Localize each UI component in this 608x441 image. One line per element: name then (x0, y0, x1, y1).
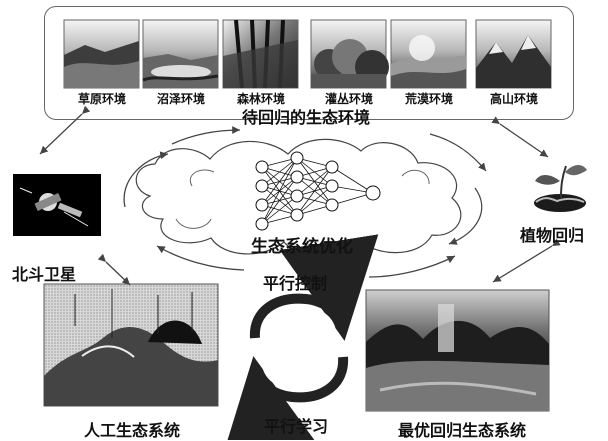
desert-image (390, 19, 467, 89)
desert-label: 荒漠环境 (404, 92, 453, 106)
neural-network-icon (255, 151, 381, 231)
parallel-cycle-icon (220, 234, 379, 440)
artificial-ecosystem-label: 人工生态系统 (84, 421, 181, 440)
beidou-satellite-label: 北斗卫星 (12, 265, 77, 284)
parallel-learning-label: 平行学习 (264, 417, 329, 436)
wetland-image (142, 19, 219, 89)
forest-label: 森林环境 (236, 92, 285, 106)
ecosystem-optimization-label: 生态系统优化 (251, 237, 353, 257)
plant-return-label: 植物回归 (520, 226, 585, 245)
plant-image (534, 165, 587, 212)
forest-image (222, 19, 299, 89)
ecosystem-title: 待回归的生态环境 (242, 108, 371, 127)
alpine-label: 高山环境 (489, 92, 538, 106)
shrub-image (310, 19, 389, 89)
grassland-label: 草原环境 (77, 92, 126, 106)
grassland-image (63, 19, 140, 89)
parallel-control-label: 平行控制 (263, 274, 328, 293)
optimal-ecosystem-label: 最优回归生态系统 (398, 421, 527, 440)
shrub-label: 灌丛环境 (324, 92, 373, 106)
satellite-image (13, 174, 101, 236)
wetland-label: 沼泽环境 (156, 92, 205, 106)
alpine-image (475, 19, 552, 89)
artificial-ecosystem-image (43, 283, 219, 407)
optimal-ecosystem-image (365, 289, 550, 412)
